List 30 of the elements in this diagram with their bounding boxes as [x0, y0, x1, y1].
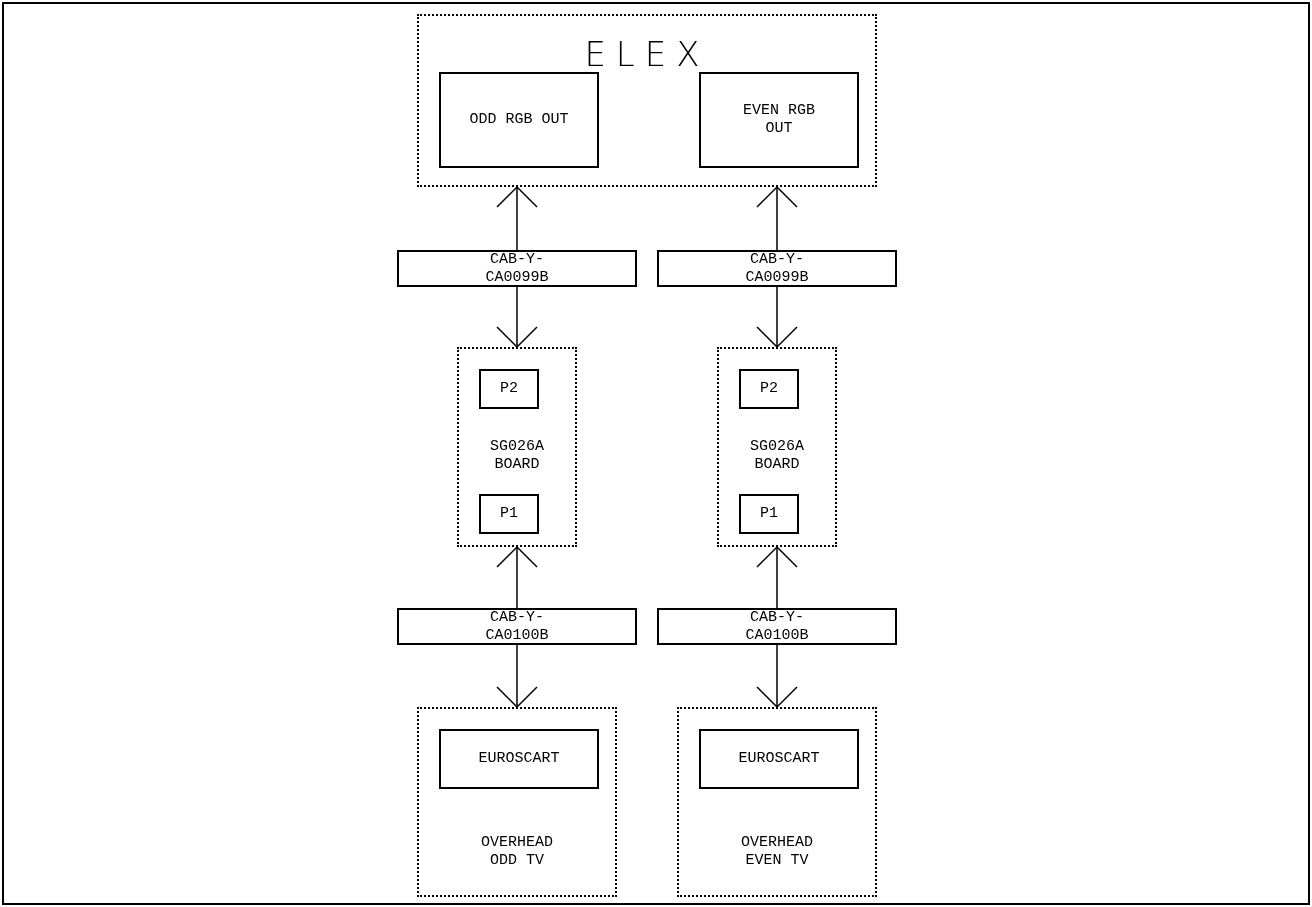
group-title: ELEX — [583, 34, 711, 74]
group-label: SG026A BOARD — [749, 438, 805, 474]
arrow — [756, 546, 798, 609]
arrow — [756, 186, 798, 251]
arrow — [496, 644, 538, 708]
dotted-group-box — [457, 347, 577, 547]
component-box: CAB-Y-CA0100B — [397, 608, 637, 645]
component-box: EVEN RGB OUT — [699, 72, 859, 168]
arrow — [496, 286, 538, 348]
component-box: P2 — [739, 369, 799, 409]
component-box: CAB-Y-CA0100B — [657, 608, 897, 645]
arrow — [496, 546, 538, 609]
group-label: OVERHEAD ODD TV — [480, 834, 554, 870]
group-label: SG026A BOARD — [489, 438, 545, 474]
component-box: P1 — [479, 494, 539, 534]
dotted-group-box — [417, 14, 877, 187]
group-label: OVERHEAD EVEN TV — [740, 834, 814, 870]
component-box: EUROSCART — [439, 729, 599, 789]
component-box: CAB-Y-CA0099B — [397, 250, 637, 287]
component-box: P2 — [479, 369, 539, 409]
component-box: EUROSCART — [699, 729, 859, 789]
dotted-group-box — [677, 707, 877, 897]
dotted-group-box — [717, 347, 837, 547]
component-box: P1 — [739, 494, 799, 534]
component-box: ODD RGB OUT — [439, 72, 599, 168]
component-box: CAB-Y-CA0099B — [657, 250, 897, 287]
arrow — [756, 286, 798, 348]
dotted-group-box — [417, 707, 617, 897]
arrow — [496, 186, 538, 251]
arrow — [756, 644, 798, 708]
